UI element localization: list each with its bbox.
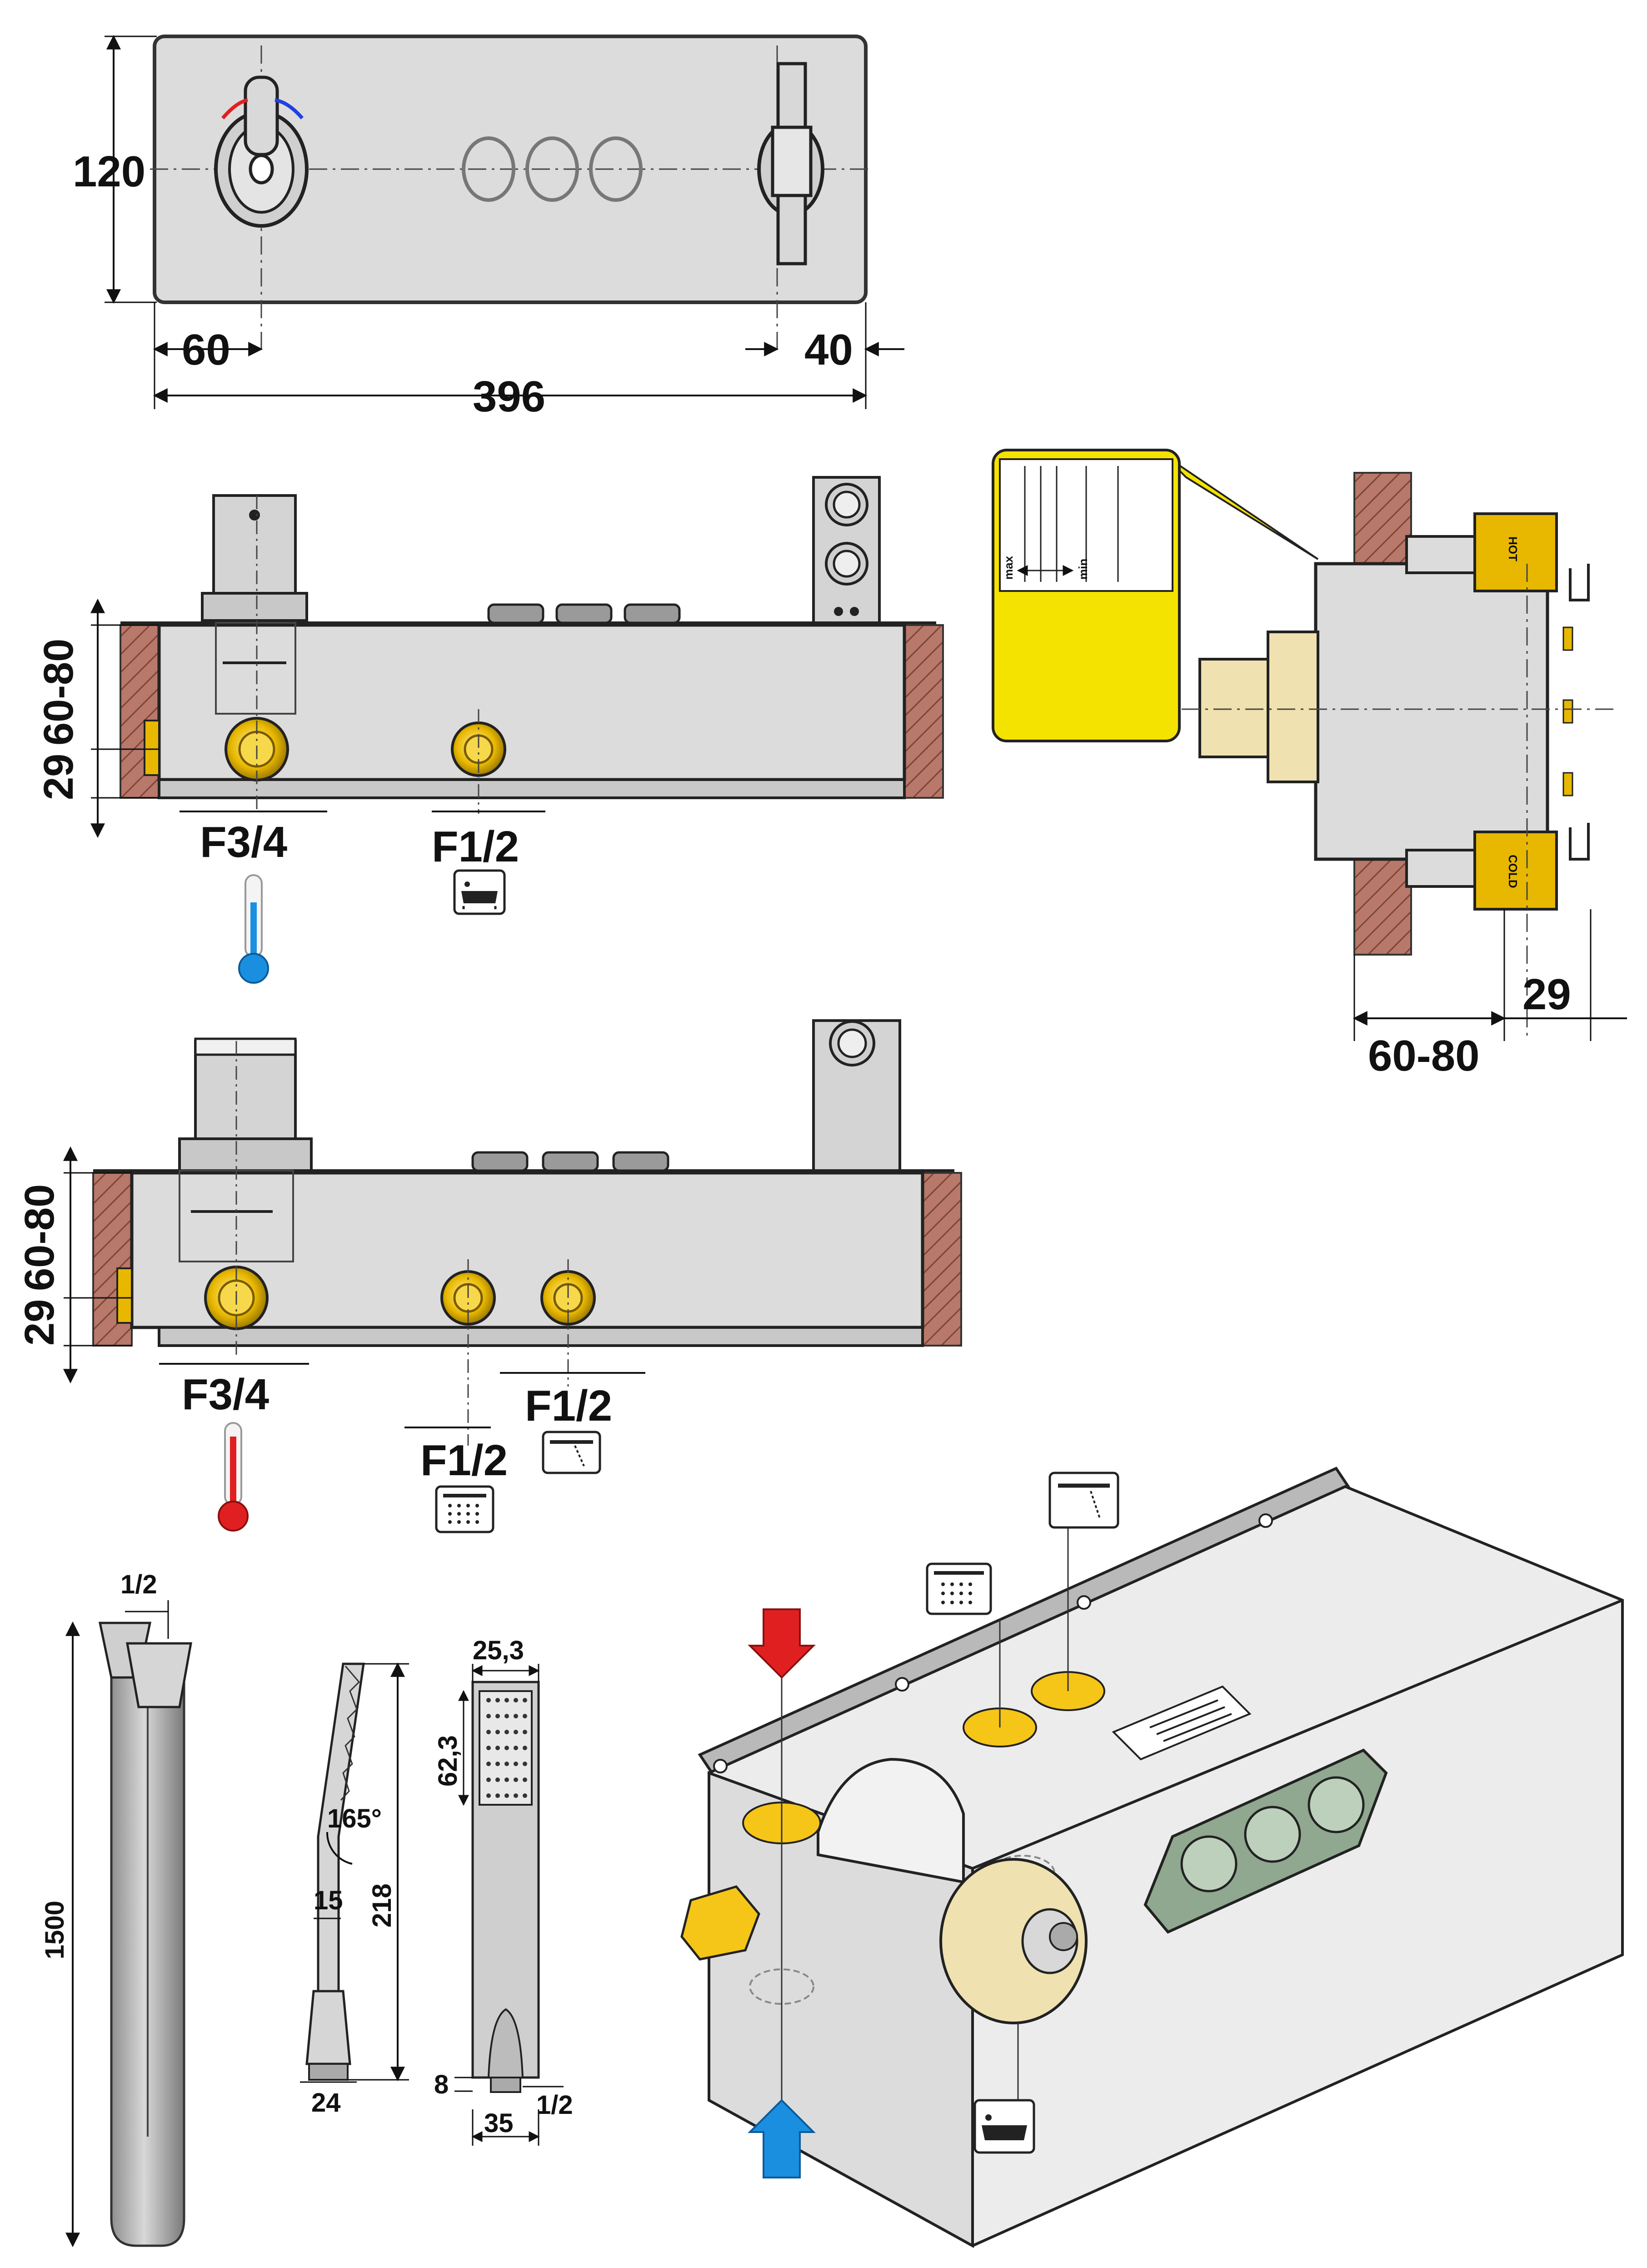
spout-icon-iso [1048,1472,1119,1529]
spout-icon [542,1431,601,1474]
front-right-offset-label: 40 [804,325,853,374]
section1-depth-a: 60-80 [35,639,82,746]
hot-tag: HOT [1506,536,1520,561]
hose-holder-icon [757,62,824,265]
overhead-shower-icon-iso [926,1562,992,1615]
port-plate [1143,1748,1388,1934]
section2-spout-label: F1/2 [525,1382,612,1430]
hand-shower-side: 165° 15 218 24 [300,1662,409,2118]
hot-arrow-icon [748,1608,816,1679]
hose-thread-label: 1/2 [120,1570,157,1599]
thermometer-hot-icon [218,1422,249,1532]
hand-shower-length-label: 218 [367,1883,397,1928]
callout-min: min [1076,559,1090,580]
section2-depth-a: 60-80 [16,1184,63,1291]
section1-outlet-label: F1/2 [432,822,519,871]
lever-block [817,1757,965,1884]
bathtub-icon [453,869,506,915]
cold-arrow-icon [748,2099,816,2178]
level-callout: max min [992,449,1319,742]
cartridge-knob [1267,631,1319,783]
bathtub-icon-iso [973,2099,1035,2154]
front-view: 120 396 60 40 [73,35,904,421]
side-offset-label: 29 [1522,970,1571,1019]
hose-length-label: 1500 [40,1901,70,1959]
section2-depth-b: 29 [16,1299,63,1346]
section1-inlet-label: F3/4 [200,818,287,866]
front-base-label: 35 [484,2108,514,2138]
tip-label: 8 [434,2070,449,2099]
hand-shower-base-label: 24 [311,2088,341,2118]
section2-shower-label: F1/2 [420,1436,508,1485]
diverter-button-1 [462,136,515,202]
hand-shower-angle-label: 165° [327,1804,382,1833]
front-thread-label: 1/2 [536,2090,573,2120]
callout-max: max [1002,556,1015,580]
hand-shower-width-label: 15 [314,1886,343,1915]
cartridge-knob-iso [939,1858,1088,2024]
diverter-button-3 [589,136,643,202]
overhead-shower-icon [435,1485,494,1533]
side-body [1314,562,1549,861]
thermometer-cold-icon [238,874,269,984]
section2-inlet-label: F3/4 [182,1370,269,1419]
hand-shower-front: 25,3 62,3 8 35 1/2 [433,1636,573,2146]
shower-hose: 1/2 1500 [40,1570,192,2248]
front-height-label: 120 [73,147,145,196]
isometric-view [680,1467,1624,2248]
cold-tag: COLD [1506,855,1520,888]
side-depth-label: 60-80 [1368,1031,1480,1080]
head-width-label: 25,3 [473,1636,524,1665]
side-view: HOT COLD max min 29 60- [992,449,1627,1080]
spray-nozzle-grid [486,1698,527,1798]
section-view-bath: 60-80 29 F3/4 F1/2 [35,476,944,984]
head-height-label: 62,3 [433,1735,463,1787]
front-left-offset-label: 60 [182,325,230,374]
section-view-shower: 60-80 29 F3/4 F1/2 F1/2 [16,1019,962,1533]
front-width-label: 396 [473,372,545,421]
section1-depth-b: 29 [35,754,82,800]
diverter-button-2 [525,136,579,202]
mixer-lever-icon [214,75,309,228]
